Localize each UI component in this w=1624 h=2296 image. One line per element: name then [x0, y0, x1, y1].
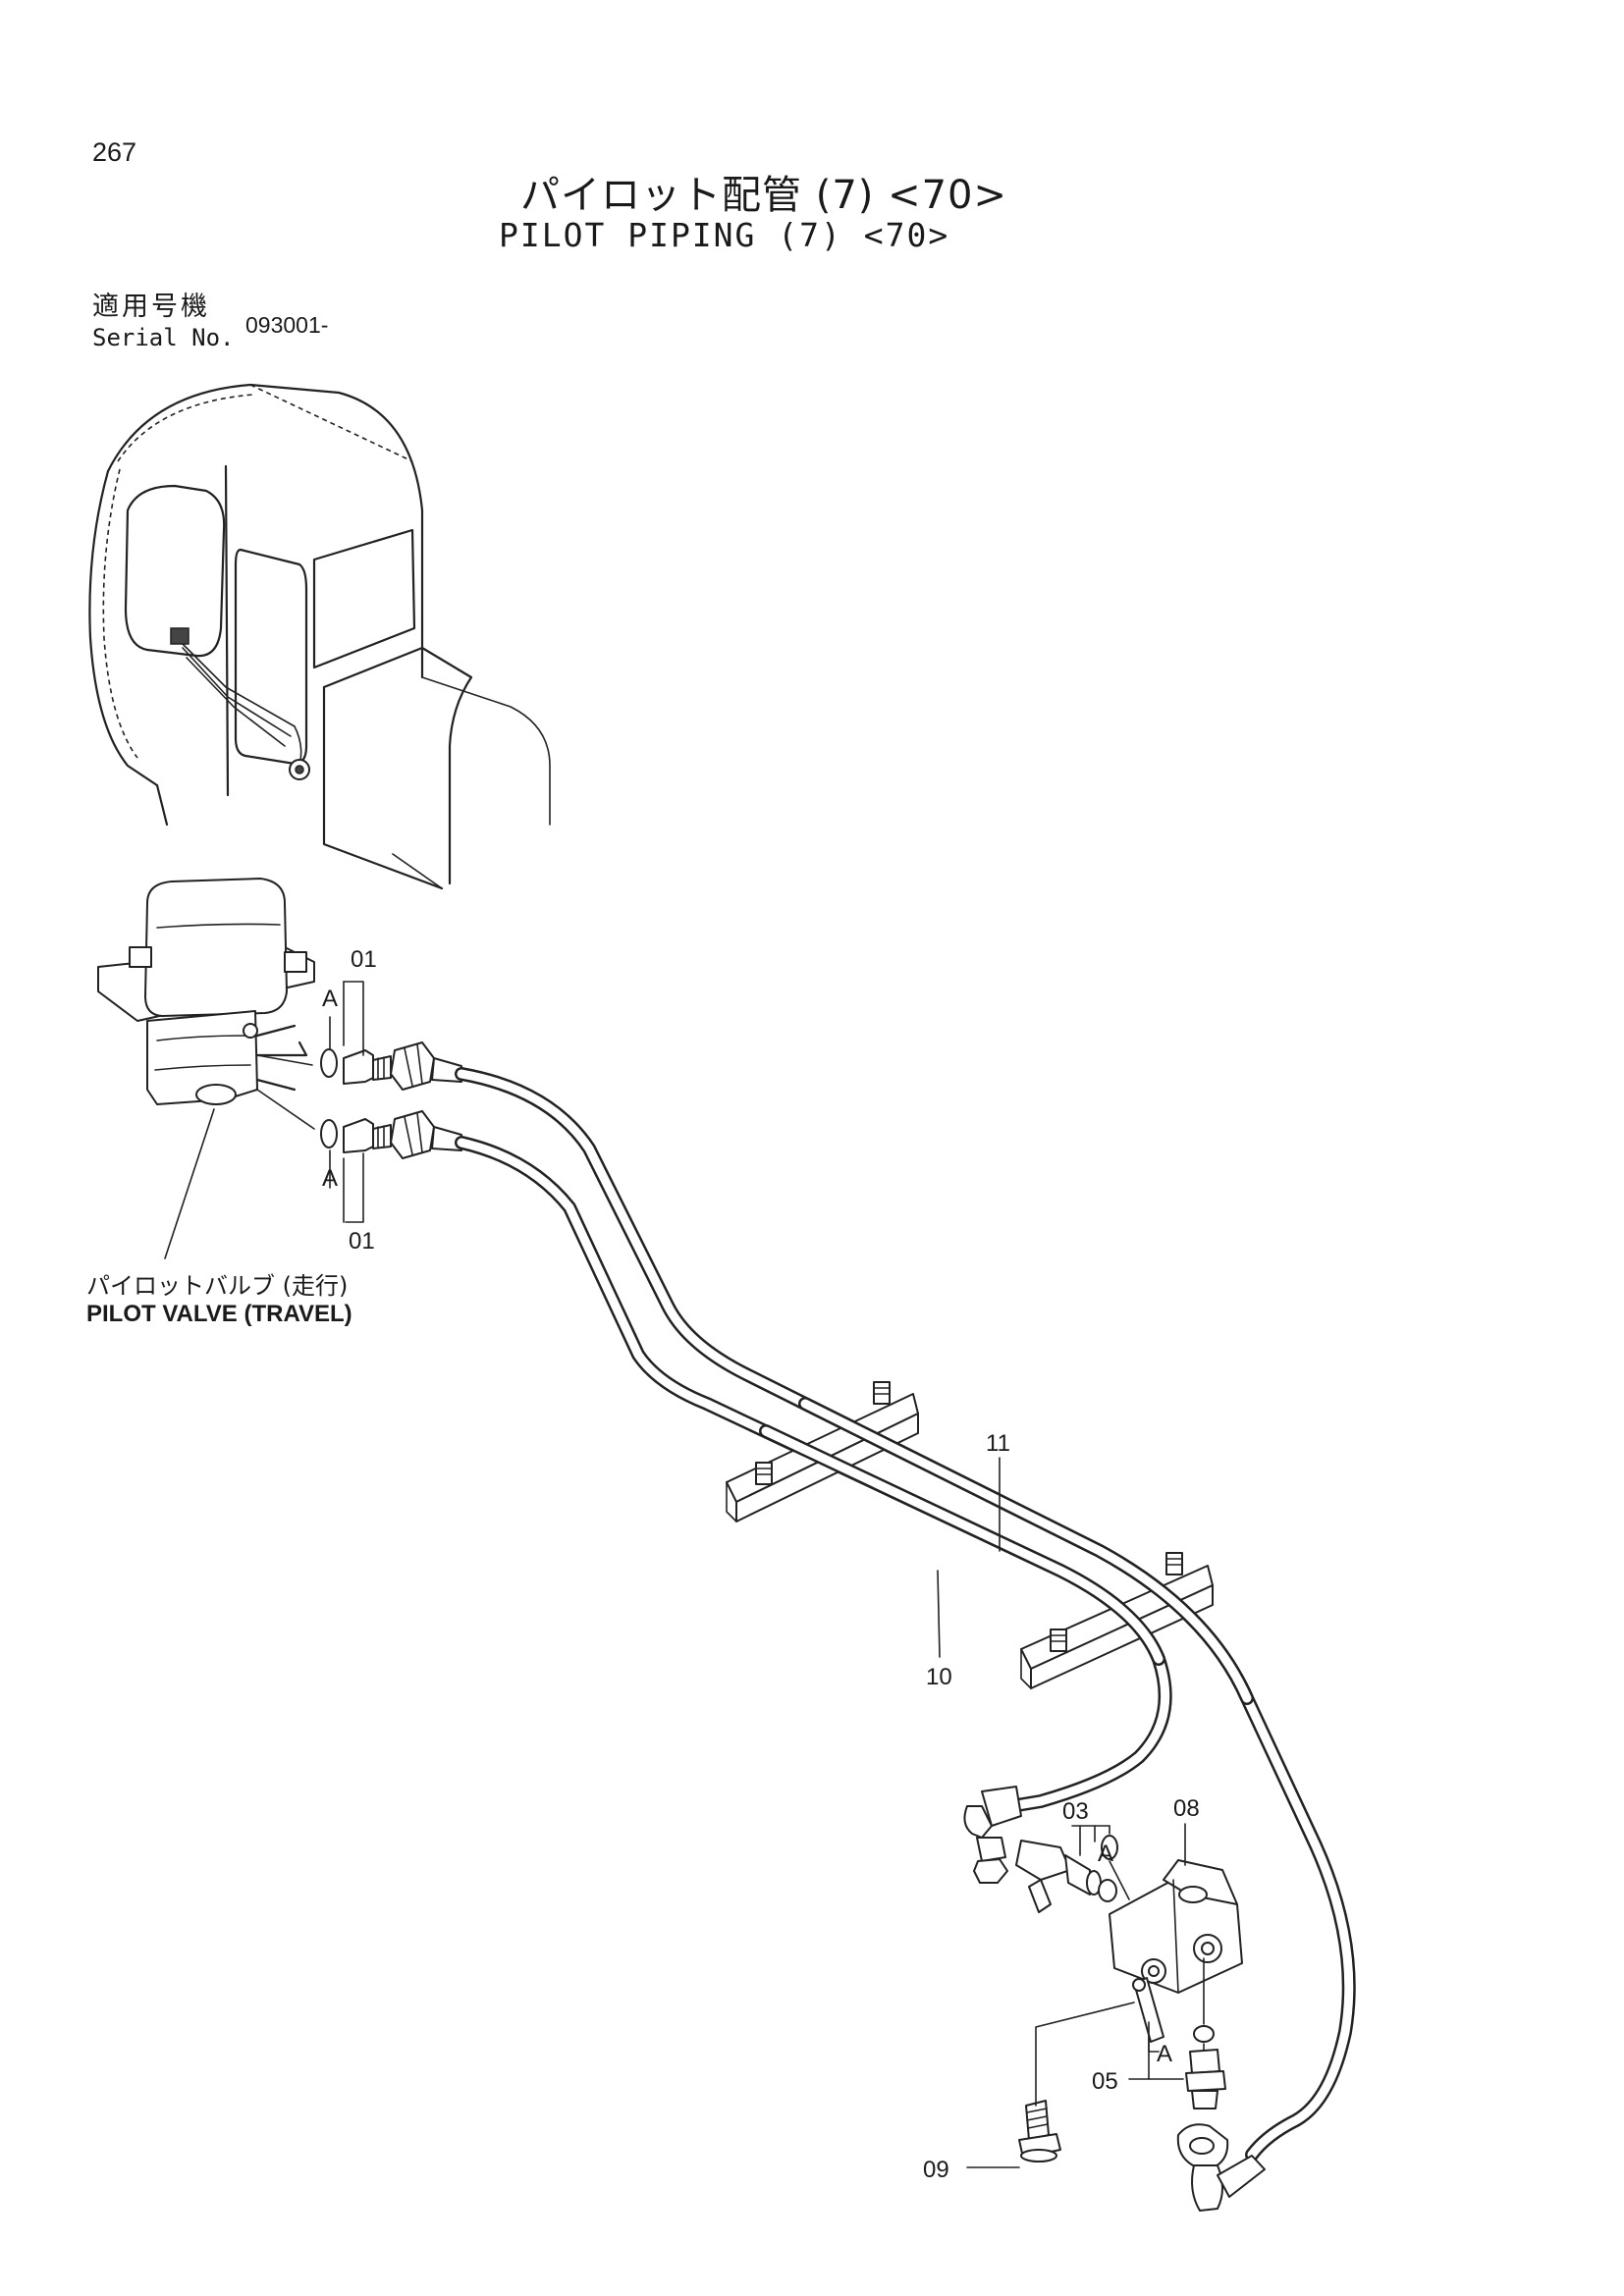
fitting-01-top	[320, 1048, 392, 1085]
callout-05: 05	[1092, 2068, 1118, 2095]
block-08	[1109, 1859, 1243, 2043]
fitting-05	[1185, 2025, 1226, 2109]
hose-11	[455, 1067, 1356, 2162]
callout-01-bottom: 01	[349, 1228, 375, 1255]
fitting-03	[1015, 1840, 1117, 1913]
callout-a-05: A	[1157, 2041, 1172, 2067]
hose-end-nut-bottom	[390, 1110, 462, 1159]
pilot-valve-label-en: PILOT VALVE (TRAVEL)	[86, 1301, 352, 1327]
serial-label-en: Serial No.	[92, 324, 235, 351]
pilot-valve-label-jp: パイロットバルブ (走行)	[86, 1272, 349, 1300]
hose-end-nut-top	[390, 1041, 462, 1091]
bolt-09	[1018, 2100, 1061, 2163]
callout-09: 09	[923, 2157, 949, 2183]
page-title-en: PILOT PIPING (7) <70>	[499, 216, 950, 254]
pilot-valve-travel	[97, 878, 315, 1259]
callout-a-bottom: A	[322, 1165, 338, 1192]
hose-10-elbow	[963, 1786, 1022, 1884]
page-title-jp: パイロット配管 (7) <70>	[520, 173, 1008, 218]
clamp-bracket-lower	[1020, 1552, 1214, 1689]
callout-08: 08	[1173, 1795, 1200, 1822]
page-number: 267	[92, 137, 137, 167]
callout-a-top: A	[322, 986, 338, 1012]
serial-number-value: 093001-	[245, 312, 329, 338]
callout-03: 03	[1062, 1798, 1089, 1825]
callout-10: 10	[926, 1664, 952, 1690]
callout-a-03: A	[1098, 1841, 1113, 1867]
serial-label-jp: 適用号機	[92, 292, 210, 322]
callout-11: 11	[986, 1430, 1010, 1457]
cab-illustration	[88, 383, 551, 890]
hose-11-elbow	[1176, 2123, 1266, 2212]
callout-01-top: 01	[351, 946, 377, 973]
fitting-01-bottom	[320, 1118, 392, 1153]
o-ring-03	[1101, 1835, 1118, 1860]
